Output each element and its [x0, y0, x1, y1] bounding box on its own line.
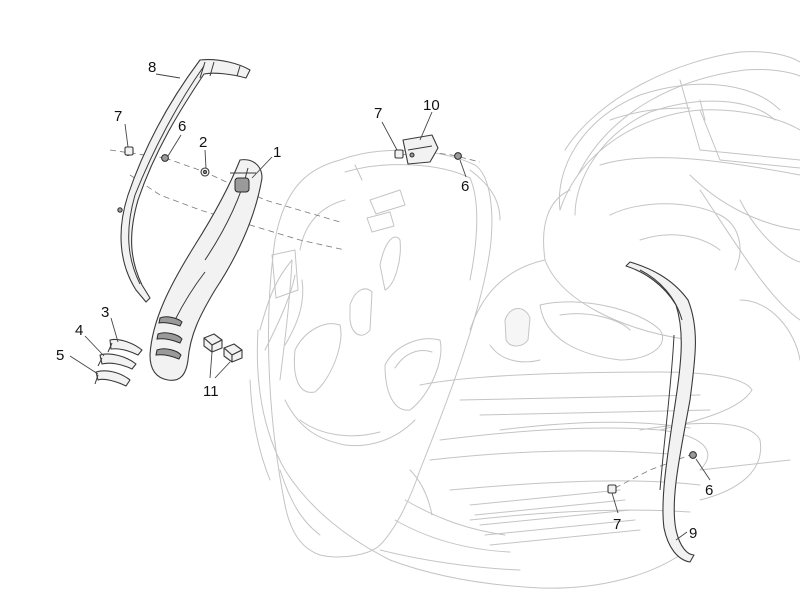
- screw-6-left: [161, 154, 169, 162]
- clip-7-top: [394, 149, 404, 159]
- scooter-body-outline: [419, 51, 800, 546]
- callout-7-top: 7: [374, 105, 382, 122]
- callout-4: 4: [75, 322, 83, 339]
- callout-5: 5: [56, 347, 64, 364]
- part-9-right-trim-strip: [625, 261, 696, 563]
- screw-6-bottom: [689, 451, 697, 459]
- callout-6-top: 6: [461, 178, 469, 195]
- callout-2: 2: [199, 134, 207, 151]
- callout-7-left: 7: [114, 108, 122, 125]
- callout-11: 11: [203, 383, 219, 400]
- clip-7-bottom: [607, 484, 617, 494]
- fasteners: [124, 146, 697, 494]
- nut-2: [200, 167, 210, 177]
- callout-10: 10: [423, 97, 440, 114]
- leader-lines: [69, 73, 711, 541]
- part-10-bracket: [402, 134, 439, 165]
- callout-labels: 1 2 3 4 5 6 6 6 7 7 7 8 9 10 11: [56, 59, 713, 542]
- front-shield-outline: [249, 149, 681, 589]
- callout-9: 9: [689, 525, 697, 542]
- callout-1: 1: [273, 144, 281, 161]
- parts-3-4-5-chrome-trims: [94, 338, 143, 387]
- callout-8: 8: [148, 59, 156, 76]
- callout-6-bottom: 6: [705, 482, 713, 499]
- callout-7-bottom: 7: [613, 516, 621, 533]
- callout-3: 3: [101, 304, 109, 321]
- screw-6-top: [454, 152, 462, 160]
- part-1-leg-shield-panel: [149, 159, 263, 381]
- clip-7-left: [124, 146, 134, 156]
- part-11-pads: [203, 333, 243, 363]
- callout-6-left: 6: [178, 118, 186, 135]
